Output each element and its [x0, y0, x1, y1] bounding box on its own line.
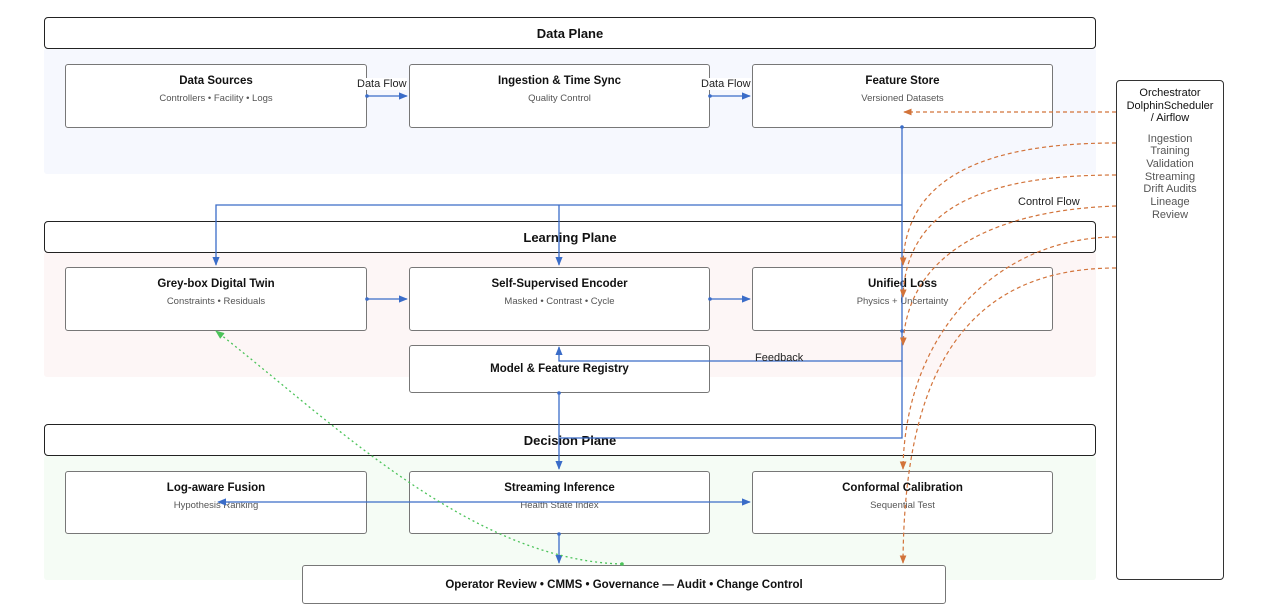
registry-title: Model & Feature Registry — [490, 363, 629, 375]
conformal-node[interactable]: Conformal Calibration Sequential Test — [752, 471, 1053, 534]
orchestrator-title-3: / Airflow — [1150, 112, 1190, 124]
orchestrator-title-1: Orchestrator — [1139, 87, 1201, 99]
data-plane-header: Data Plane — [44, 17, 1096, 49]
feature-store-title: Feature Store — [865, 75, 940, 87]
control-to-operator — [899, 267, 1117, 564]
encoder-title: Self-Supervised Encoder — [491, 278, 628, 290]
control-to-loss — [899, 205, 1117, 346]
data-flow-label-2: Data Flow — [701, 78, 751, 90]
operator-review-title: Operator Review • CMMS • Governance — Au… — [445, 578, 803, 591]
edge-featurestore-trunk — [560, 127, 903, 439]
edge-feedback — [555, 346, 902, 362]
ingestion-node[interactable]: Ingestion & Time Sync Quality Control — [409, 64, 710, 128]
task-ingestion: Ingestion — [1147, 132, 1193, 145]
task-training: Training — [1150, 145, 1190, 158]
task-review: Review — [1151, 208, 1189, 221]
fusion-subtitle: Hypothesis Ranking — [173, 500, 259, 511]
edge-branch-to-twin — [212, 204, 902, 266]
orchestrator-task-list: Ingestion Training Validation Streaming … — [1117, 133, 1223, 222]
data-flow-label-1: Data Flow — [357, 78, 407, 90]
streaming-inference-title: Streaming Inference — [504, 482, 615, 494]
grey-box-twin-subtitle: Constraints • Residuals — [166, 296, 266, 307]
ingestion-subtitle: Quality Control — [528, 93, 591, 104]
control-flow-label: Control Flow — [1018, 196, 1080, 208]
data-sources-title: Data Sources — [179, 75, 253, 87]
task-validation: Validation — [1146, 157, 1194, 170]
orchestrator-panel[interactable]: Orchestrator DolphinScheduler / Airflow … — [1116, 80, 1224, 580]
control-to-twin-path — [899, 142, 1117, 266]
feature-store-subtitle: Versioned Datasets — [861, 93, 944, 104]
operator-review-node[interactable]: Operator Review • CMMS • Governance — Au… — [302, 565, 946, 604]
orchestrator-title-2: DolphinScheduler — [1126, 99, 1214, 112]
encoder-subtitle: Masked • Contrast • Cycle — [504, 296, 615, 307]
feedback-label: Feedback — [755, 352, 804, 364]
task-streaming: Streaming — [1144, 170, 1196, 183]
conformal-title: Conformal Calibration — [842, 482, 963, 494]
feature-store-node[interactable]: Feature Store Versioned Datasets — [752, 64, 1053, 128]
grey-box-twin-node[interactable]: Grey-box Digital Twin Constraints • Resi… — [65, 267, 367, 331]
control-to-encoder-path — [899, 174, 1117, 298]
data-sources-node[interactable]: Data Sources Controllers • Facility • Lo… — [65, 64, 367, 128]
task-lineage: Lineage — [1150, 196, 1190, 209]
encoder-node[interactable]: Self-Supervised Encoder Masked • Contras… — [409, 267, 710, 331]
control-to-registry — [899, 236, 1117, 470]
fusion-title: Log-aware Fusion — [166, 482, 266, 494]
task-drift-audits: Drift Audits — [1143, 183, 1197, 196]
ingestion-title: Ingestion & Time Sync — [497, 75, 622, 87]
decision-plane-header: Decision Plane — [44, 424, 1096, 456]
data-sources-subtitle: Controllers • Facility • Logs — [159, 93, 273, 104]
edge-operator-to-twin — [215, 330, 623, 565]
grey-box-twin-title: Grey-box Digital Twin — [157, 278, 275, 290]
conformal-subtitle: Sequential Test — [870, 500, 935, 511]
streaming-inference-subtitle: Health State Index — [520, 500, 599, 511]
